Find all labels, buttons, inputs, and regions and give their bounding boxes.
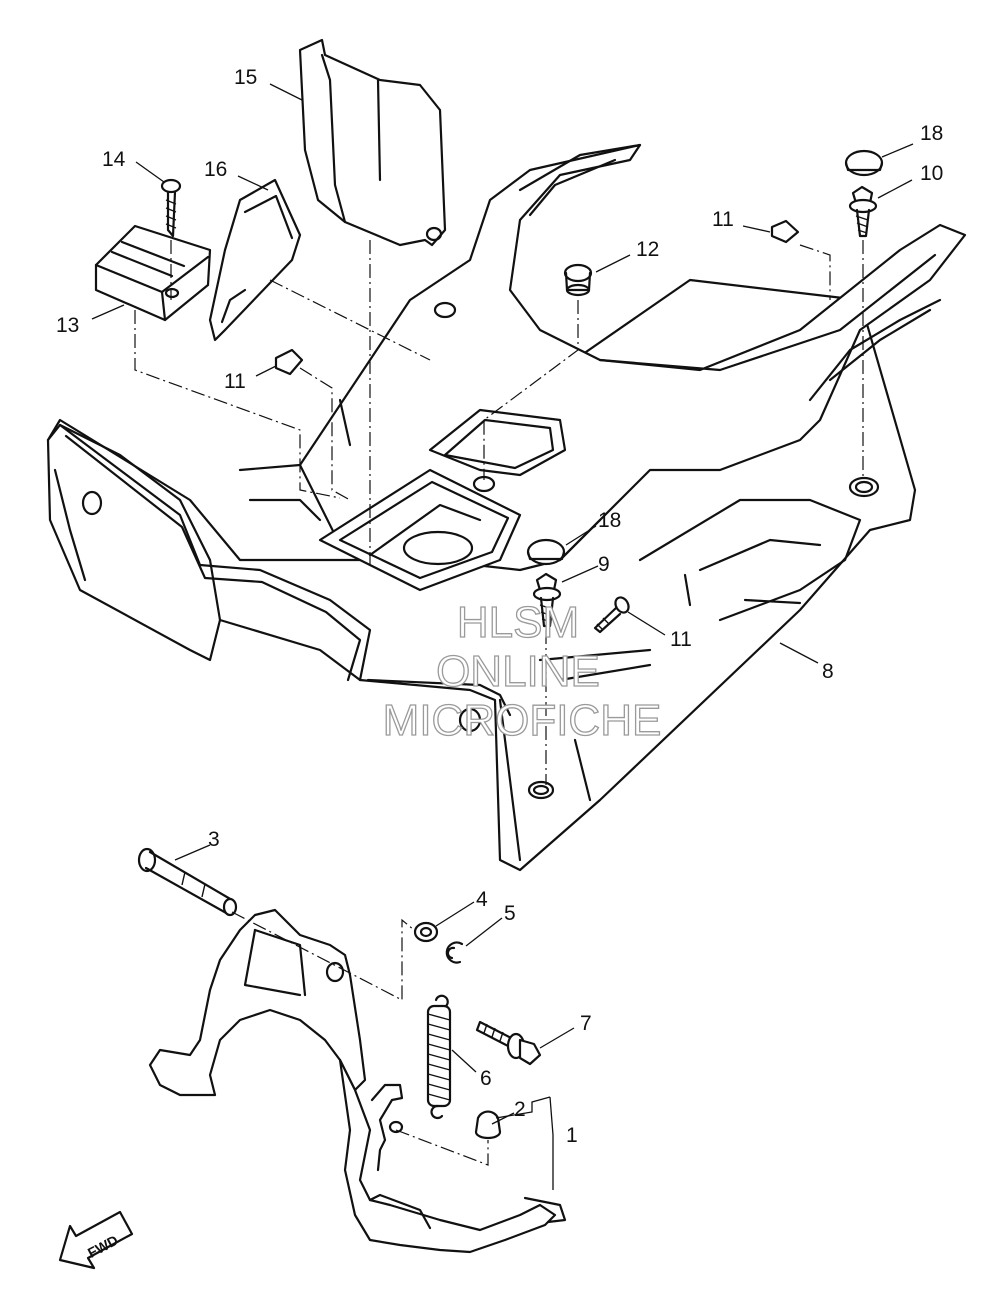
part-7-bolt (475, 1020, 542, 1066)
callout-10: 10 (920, 162, 943, 185)
callout-1: 1 (566, 1124, 578, 1147)
callout-11-left: 11 (224, 370, 246, 393)
part-6-spring (426, 994, 452, 1120)
forward-direction-arrow: FWD (58, 1210, 134, 1270)
callout-leader-lines (91, 83, 914, 1190)
callout-18-top: 18 (920, 122, 943, 145)
callout-12: 11 (670, 628, 692, 651)
callout-11-right: 11 (712, 208, 734, 231)
callout-17: 16 (204, 158, 227, 181)
callout-18-mid: 18 (598, 509, 621, 532)
part-5-clip (445, 941, 464, 964)
watermark-line-1: HLSM (457, 598, 579, 647)
part-11-nut-left (274, 348, 304, 376)
part-10-bolt (848, 185, 878, 238)
watermark: HLSM ONLINE MICROFICHE (382, 597, 662, 745)
part-13-grommet (563, 263, 593, 297)
part-15-screw (160, 178, 182, 238)
callout-15: 14 (102, 148, 126, 171)
callout-13: 12 (636, 238, 659, 261)
callout-2: 2 (514, 1098, 526, 1121)
callout-3: 3 (208, 828, 220, 851)
callout-8: 8 (822, 660, 834, 683)
part-16-lid (298, 38, 447, 247)
part-1-center-stand (148, 908, 567, 1254)
part-12-screw (593, 596, 630, 634)
assembly-center-lines (134, 240, 864, 1166)
callout-4: 4 (476, 888, 488, 911)
callout-16: 15 (234, 66, 257, 89)
callout-9: 9 (598, 553, 610, 576)
part-17-inner-panel (208, 178, 302, 342)
callout-7: 7 (580, 1012, 592, 1035)
watermark-line-2: ONLINE (436, 647, 600, 696)
callout-labels: 15 16 14 13 11 11 12 18 10 18 9 11 8 3 4… (56, 66, 943, 1147)
part-18-cap-top (844, 149, 884, 177)
part-18-cap-mid (526, 538, 566, 566)
part-9-bolt (532, 572, 562, 628)
part-11-nut-right (770, 219, 800, 244)
watermark-line-3: MICROFICHE (383, 696, 662, 745)
part-2-cap (474, 1110, 502, 1140)
callout-5: 5 (504, 902, 516, 925)
callout-14: 13 (56, 314, 79, 337)
part-3-pin (137, 847, 238, 917)
part-14-pad (94, 224, 212, 322)
callout-6: 6 (480, 1067, 492, 1090)
part-4-washer (413, 921, 439, 943)
